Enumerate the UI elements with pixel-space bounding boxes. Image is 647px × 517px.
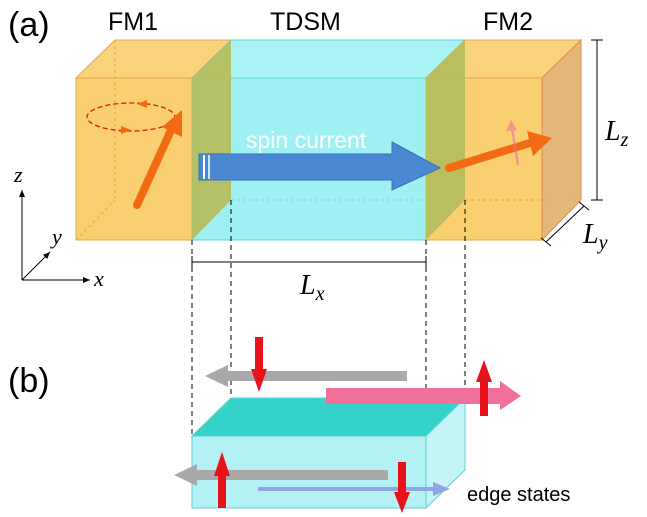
lx-label: Lx	[299, 270, 325, 305]
coordinate-axes	[19, 190, 90, 283]
fm2-label: FM2	[483, 8, 533, 36]
ly-label: Ly	[582, 219, 608, 254]
upper-spin-down-arrow	[251, 337, 267, 392]
axis-z-label: z	[13, 162, 23, 187]
lower-spin-down-arrow	[394, 462, 410, 513]
lower-edge-arrow	[258, 482, 450, 496]
fm1-tdsm-interface	[192, 40, 231, 240]
lz-label: Lz	[604, 116, 629, 151]
fm1-front-face	[75, 77, 193, 241]
panel-b-label: (b)	[8, 362, 50, 400]
lower-spin-up-arrow	[214, 452, 230, 508]
ly-dimension-line	[545, 205, 585, 243]
fm1-label: FM1	[108, 8, 158, 36]
upper-pink-arrow	[326, 381, 521, 410]
upper-gray-arrow	[205, 365, 407, 387]
upper-spin-up-arrow	[476, 360, 492, 416]
spin-current-label: spin current	[246, 127, 367, 153]
fm2-magnetization-arrow	[445, 131, 552, 172]
tdsm-top-face	[190, 39, 467, 79]
tdsm-slab	[190, 396, 467, 510]
panel-a-label: (a)	[8, 6, 50, 44]
tdsm-fm2-interface	[426, 40, 465, 240]
fm2-precession-arrow	[506, 120, 520, 166]
axis-y-label: y	[50, 224, 62, 249]
axis-x-label: x	[93, 266, 104, 291]
fm1-magnetization-arrow	[133, 110, 182, 209]
spin-current-arrow	[198, 141, 442, 191]
lower-gray-arrow	[174, 464, 388, 486]
tdsm-label: TDSM	[270, 8, 341, 36]
edge-states-label: edge states	[467, 484, 570, 506]
